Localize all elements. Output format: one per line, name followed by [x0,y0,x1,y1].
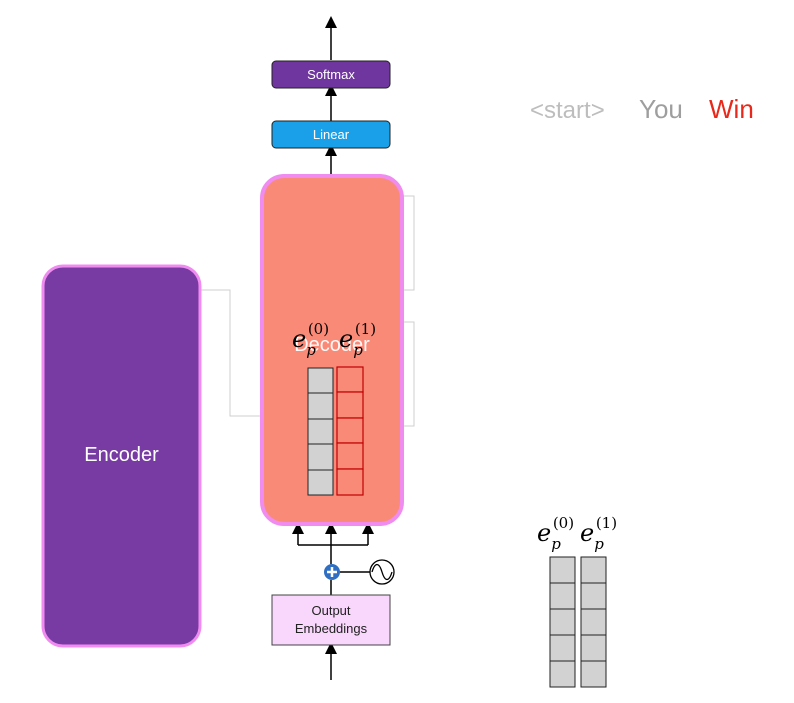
embedding-col-0 [549,556,576,688]
embedding-col-1 [580,556,607,688]
output-embeddings-label: Output Embeddings [294,603,368,636]
encoder-block [41,264,202,648]
softmax-label: Softmax [307,67,355,82]
decoder-embedding-col-0 [307,367,334,496]
pe-label-1-decoder: ep(1) [339,320,377,359]
pe-label-1: ep(1) [580,514,618,553]
token-you: You [639,94,683,124]
encoder-label: Encoder [84,443,159,466]
output-embeddings-block [271,594,391,646]
plus-icon [324,564,340,580]
pe-label-0: ep(0) [537,514,575,553]
sine-wave-icon [369,559,395,585]
pe-label-0-decoder: ep(0) [292,320,330,359]
decoder-label: Decoder [294,333,370,356]
token-win: Win [709,94,754,124]
linear-label: Linear [312,127,350,142]
softmax-block [271,60,391,89]
token-start: <start> [530,97,605,124]
decoder-block [260,174,404,526]
linear-block [271,120,391,149]
decoder-embedding-col-1 [336,366,364,496]
connector-lines [200,195,415,427]
